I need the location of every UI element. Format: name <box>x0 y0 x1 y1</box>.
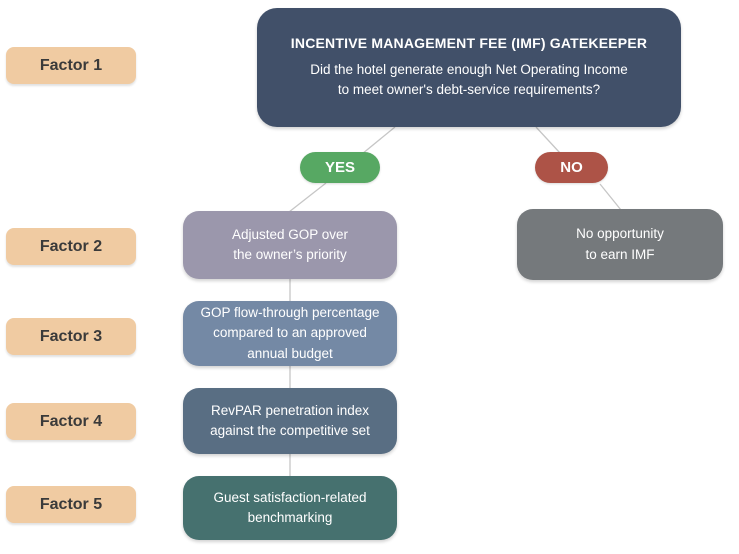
connector-line-gatekeeper-to-no <box>535 126 561 154</box>
revpar-penetration-node: RevPAR penetration index against the com… <box>183 388 397 454</box>
factor-5-badge: Factor 5 <box>6 486 136 523</box>
gatekeeper-node: INCENTIVE MANAGEMENT FEE (IMF) GATEKEEPE… <box>257 8 681 127</box>
no-badge: NO <box>535 152 608 183</box>
connector-line-yes-to-step2 <box>288 182 327 213</box>
gatekeeper-question: Did the hotel generate enough Net Operat… <box>310 61 628 97</box>
factor-3-badge: Factor 3 <box>6 318 136 355</box>
connector-line-no-to-outcome <box>599 183 622 211</box>
gatekeeper-title: INCENTIVE MANAGEMENT FEE (IMF) GATEKEEPE… <box>290 34 648 51</box>
factor-2-badge: Factor 2 <box>6 228 136 265</box>
factor-4-badge: Factor 4 <box>6 403 136 440</box>
gop-flow-through-node: GOP flow-through percentage compared to … <box>183 301 397 366</box>
connector-line-gatekeeper-to-yes <box>361 126 396 155</box>
yes-badge: YES <box>300 152 380 183</box>
no-opportunity-node: No opportunity to earn IMF <box>517 209 723 280</box>
factor-1-badge: Factor 1 <box>6 47 136 84</box>
adjusted-gop-node: Adjusted GOP over the owner’s priority <box>183 211 397 279</box>
guest-satisfaction-node: Guest satisfaction-related benchmarking <box>183 476 397 540</box>
